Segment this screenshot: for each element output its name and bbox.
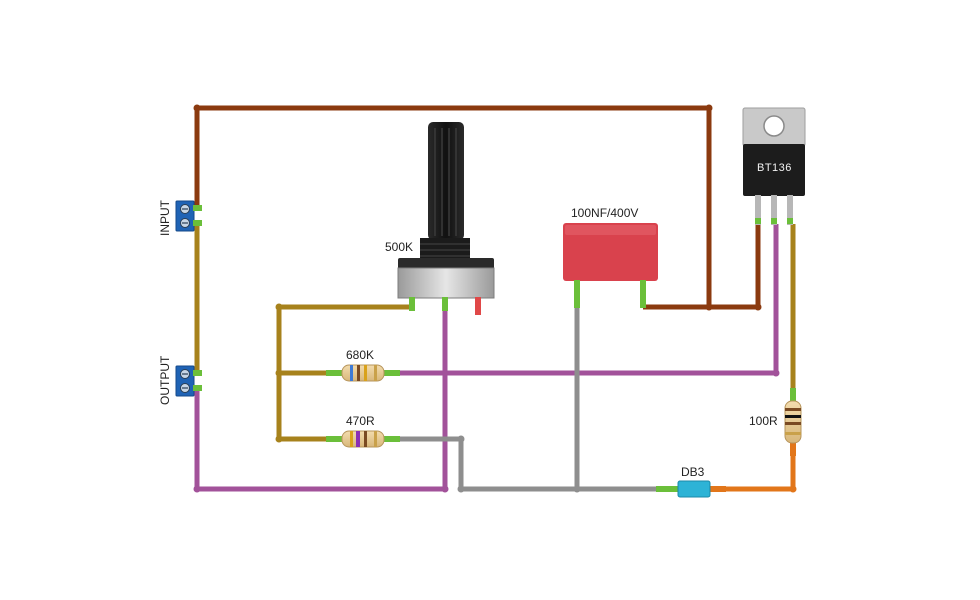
output-terminal-block: [175, 365, 202, 397]
wire-brown-top: [194, 105, 712, 307]
resistor-100r: [784, 388, 802, 456]
triac-label: BT136: [757, 162, 792, 174]
wire-brown-capacitor-triac: [643, 224, 761, 310]
wire-joints-magenta: [193, 369, 780, 493]
input-terminal-block: [175, 200, 202, 232]
input-label: INPUT: [158, 200, 172, 236]
output-label: OUTPUT: [158, 355, 172, 405]
wire-magenta-output-pot: [194, 307, 448, 492]
resistor-680k-label: 680K: [346, 348, 375, 362]
resistor-470r: [326, 430, 400, 448]
wire-joints-gray: [457, 435, 581, 493]
capacitor-label: 100NF/400V: [571, 206, 639, 220]
diac: [656, 480, 726, 498]
wire-orange-diac-100r: [722, 456, 796, 492]
wire-joint-orange: [789, 485, 797, 493]
wire-gray-470r-diac: [395, 436, 660, 492]
resistor-100r-label: 100R: [749, 414, 778, 428]
triac: [742, 107, 806, 225]
wire-joints: [193, 104, 762, 311]
potentiometer: [397, 122, 495, 315]
potentiometer-label: 500K: [385, 240, 414, 254]
diac-label: DB3: [681, 465, 705, 479]
resistor-680k: [326, 364, 400, 382]
wire-joints-olive: [275, 303, 283, 443]
resistor-470r-label: 470R: [346, 414, 375, 428]
capacitor: [563, 223, 658, 308]
